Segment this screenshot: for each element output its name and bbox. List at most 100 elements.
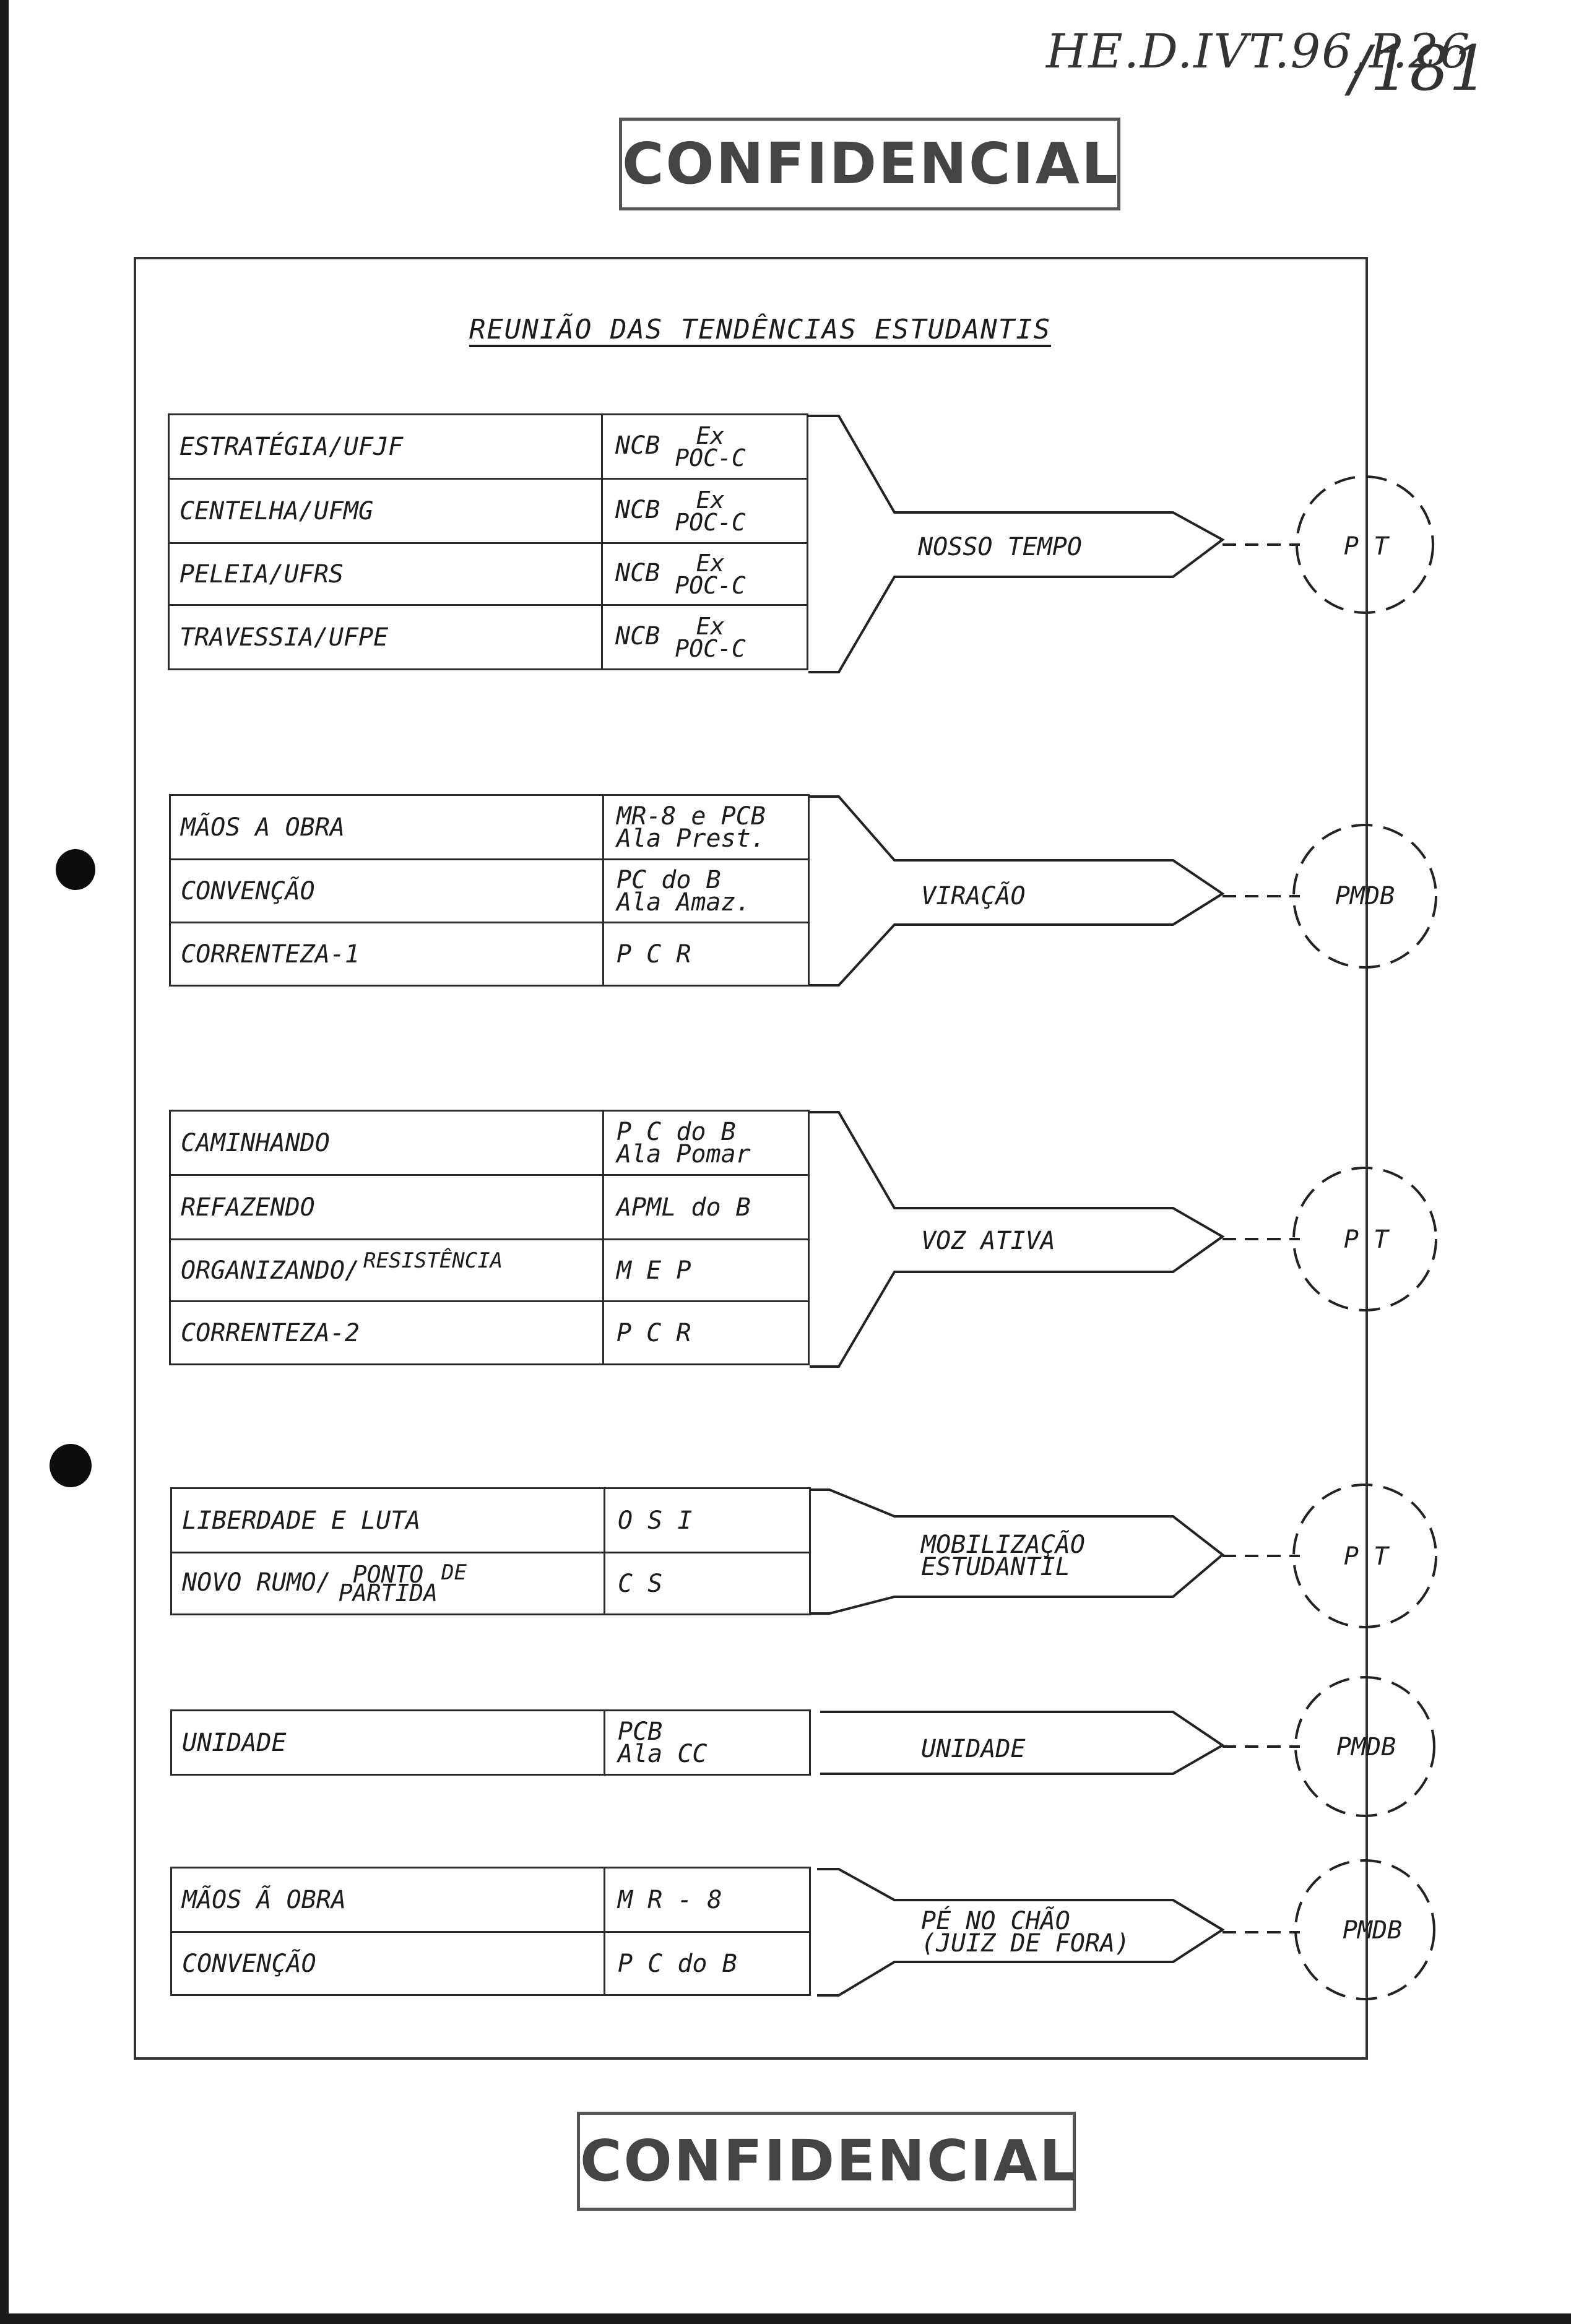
tendency-name: CORRENTEZA-1 <box>169 922 604 987</box>
tendency-name: MÃOS A OBRA <box>169 794 604 860</box>
organization-cell: O S I <box>604 1487 811 1553</box>
party-label: P T <box>1343 532 1389 561</box>
tendency-name-alt: PARTIDA <box>338 1579 438 1607</box>
tendency-name: CORRENTEZA-2 <box>169 1300 604 1365</box>
tendency-label: PÉ NO CHÃO(JUIZ DE FORA) <box>921 1907 1130 1958</box>
organization-cell: P C R <box>602 1300 810 1365</box>
page-number: 181 <box>1370 32 1489 105</box>
tendency-name-alt: RESISTÊNCIA <box>363 1248 503 1273</box>
page-edge-bottom <box>0 2313 1571 2324</box>
org-note: Ex <box>696 549 725 577</box>
confidential-stamp-bottom: CONFIDENCIAL <box>577 2112 1076 2211</box>
document-title: REUNIÃO DAS TENDÊNCIAS ESTUDANTIS <box>469 314 1052 345</box>
org-note: Ex <box>696 421 725 449</box>
tendency-name: PELEIA/UFRS <box>168 542 603 606</box>
group-6-table: MÃOS Ã OBRA M R - 8 CONVENÇÃO P C do B <box>170 1867 811 1996</box>
org-note: POC-C <box>675 634 746 662</box>
bracket-arrow <box>810 1111 1225 1368</box>
party-label: PMDB <box>1335 882 1395 910</box>
tendency-label: VIRAÇÃO <box>921 882 1026 910</box>
party-label: P T <box>1343 1225 1389 1254</box>
tendency-name: CONVENÇÃO <box>170 1931 605 1996</box>
party-label: PMDB <box>1342 1916 1403 1945</box>
tendency-name: ORGANIZANDO/RESISTÊNCIA <box>169 1238 604 1302</box>
tendency-label: UNIDADE <box>921 1735 1026 1763</box>
org-name: NCB <box>615 558 660 587</box>
archive-reference: HE.D.IVT.96,P.26 <box>1046 24 1471 79</box>
org-note: POC-C <box>675 508 746 536</box>
tendency-name: CENTELHA/UFMG <box>168 478 603 544</box>
party-circle <box>1292 1484 1437 1628</box>
org-note: Ex <box>696 612 725 640</box>
organization-cell: M E P <box>602 1238 810 1302</box>
tendency-label-line: ESTUDANTIL <box>921 1553 1070 1581</box>
org-note: POC-C <box>675 444 746 472</box>
org-name: PC do B <box>617 865 721 894</box>
org-name: NCB <box>615 431 660 460</box>
org-name: PCB <box>618 1717 663 1746</box>
confidential-stamp-top: CONFIDENCIAL <box>619 118 1120 210</box>
org-name: NCB <box>615 621 660 650</box>
org-name: NCB <box>615 495 660 524</box>
tendency-name-main: NOVO RUMO/ <box>182 1568 331 1597</box>
document-frame <box>134 257 1368 2060</box>
tendency-name: TRAVESSIA/UFPE <box>168 604 603 670</box>
party-circle <box>1292 824 1437 969</box>
party-circle <box>1296 475 1434 614</box>
party-circle <box>1292 1167 1437 1311</box>
tendency-name: MÃOS Ã OBRA <box>170 1867 605 1933</box>
org-wing: Ala Amaz. <box>617 888 751 917</box>
tendency-name: CONVENÇÃO <box>169 858 604 923</box>
tendency-name: ESTRATÉGIA/UFJF <box>168 413 603 480</box>
party-label: PMDB <box>1336 1733 1396 1761</box>
organization-cell: APML do B <box>602 1174 810 1240</box>
party-circle <box>1294 1676 1435 1817</box>
tendency-label: NOSSO TEMPO <box>918 533 1082 561</box>
org-name: P C do B <box>617 1117 736 1146</box>
tendency-name: UNIDADE <box>170 1709 605 1776</box>
org-note: POC-C <box>675 571 746 599</box>
organization-cell: P C R <box>602 922 810 987</box>
bracket-arrow <box>808 415 1225 673</box>
tendency-label: VOZ ATIVA <box>921 1227 1055 1255</box>
org-name: MR-8 e PCB <box>617 801 766 831</box>
tendency-name: REFAZENDO <box>169 1174 604 1240</box>
tendency-name: LIBERDADE E LUTA <box>170 1487 605 1553</box>
bracket-arrow <box>810 795 1225 987</box>
org-note: Ex <box>696 486 725 514</box>
bracket-arrow <box>817 1868 1225 1997</box>
tendency-label-line: (JUIZ DE FORA) <box>921 1929 1130 1958</box>
organization-cell: M R - 8 <box>604 1867 811 1933</box>
party-label: P T <box>1343 1542 1389 1571</box>
tendency-label-line: PÉ NO CHÃO <box>921 1907 1070 1935</box>
organization-cell: P C do B <box>604 1931 811 1996</box>
organization-cell: C S <box>604 1552 811 1615</box>
punch-hole <box>56 849 95 890</box>
tendency-name-alt: DE <box>441 1560 467 1585</box>
org-wing: Ala Pomar <box>617 1139 751 1168</box>
tendency-name-alt: PONTO <box>352 1560 424 1588</box>
tendency-name: CAMINHANDO <box>169 1110 604 1176</box>
page-number-handwritten: /181 <box>1349 32 1489 105</box>
tendency-name-main: ORGANIZANDO/ <box>181 1256 360 1285</box>
party-circle <box>1294 1859 1435 2000</box>
page-edge-left <box>0 0 9 2324</box>
org-wing: Ala CC <box>618 1739 708 1768</box>
punch-hole <box>50 1444 92 1487</box>
